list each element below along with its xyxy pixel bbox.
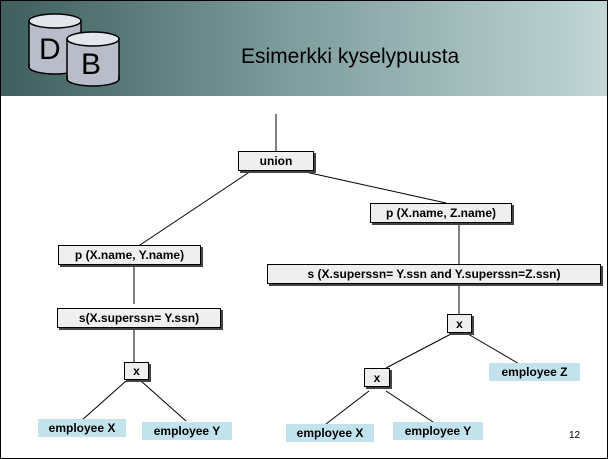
logo-letter-d: D [39,33,61,66]
union-node: union [238,151,314,171]
edge-prodtop-leafz [467,333,522,366]
right-projection-node: p (X.name, Z.name) [370,203,512,223]
left-leaf-employee-y: employee Y [142,422,232,440]
right-leaf-employee-x: employee X [286,424,374,442]
edge-prodtop-prodinner [385,333,452,369]
right-product-inner-node: x [364,368,390,387]
slide-header: D B Esimerkki kyselypuusta [1,1,607,96]
edge-prodinner-leafy [385,390,437,425]
database-logo-icon: D B [28,13,120,87]
edge-union-right [300,170,447,204]
page-number: 12 [569,430,581,441]
left-leaf-employee-x: employee X [38,419,126,437]
left-selection-node: s(X.superssn= Y.ssn) [57,308,221,328]
left-product-node: x [124,362,149,380]
right-leaf-employee-y: employee Y [393,422,483,440]
edge-leftprod-leafx [80,380,127,422]
edge-prodinner-leafx [325,390,370,425]
left-projection-node: p (X.name, Y.name) [58,245,201,265]
logo-letter-b: B [81,48,101,81]
right-product-top-node: x [447,314,472,333]
edge-union-left [130,170,252,252]
slide-title: Esimerkki kyselypuusta [241,45,460,68]
right-leaf-employee-z: employee Z [489,363,580,381]
edge-leftprod-leafy [140,380,187,422]
right-selection-node: s (X.superssn= Y.ssn and Y.superssn=Z.ss… [267,264,601,284]
cylinder-b-icon [66,31,120,87]
